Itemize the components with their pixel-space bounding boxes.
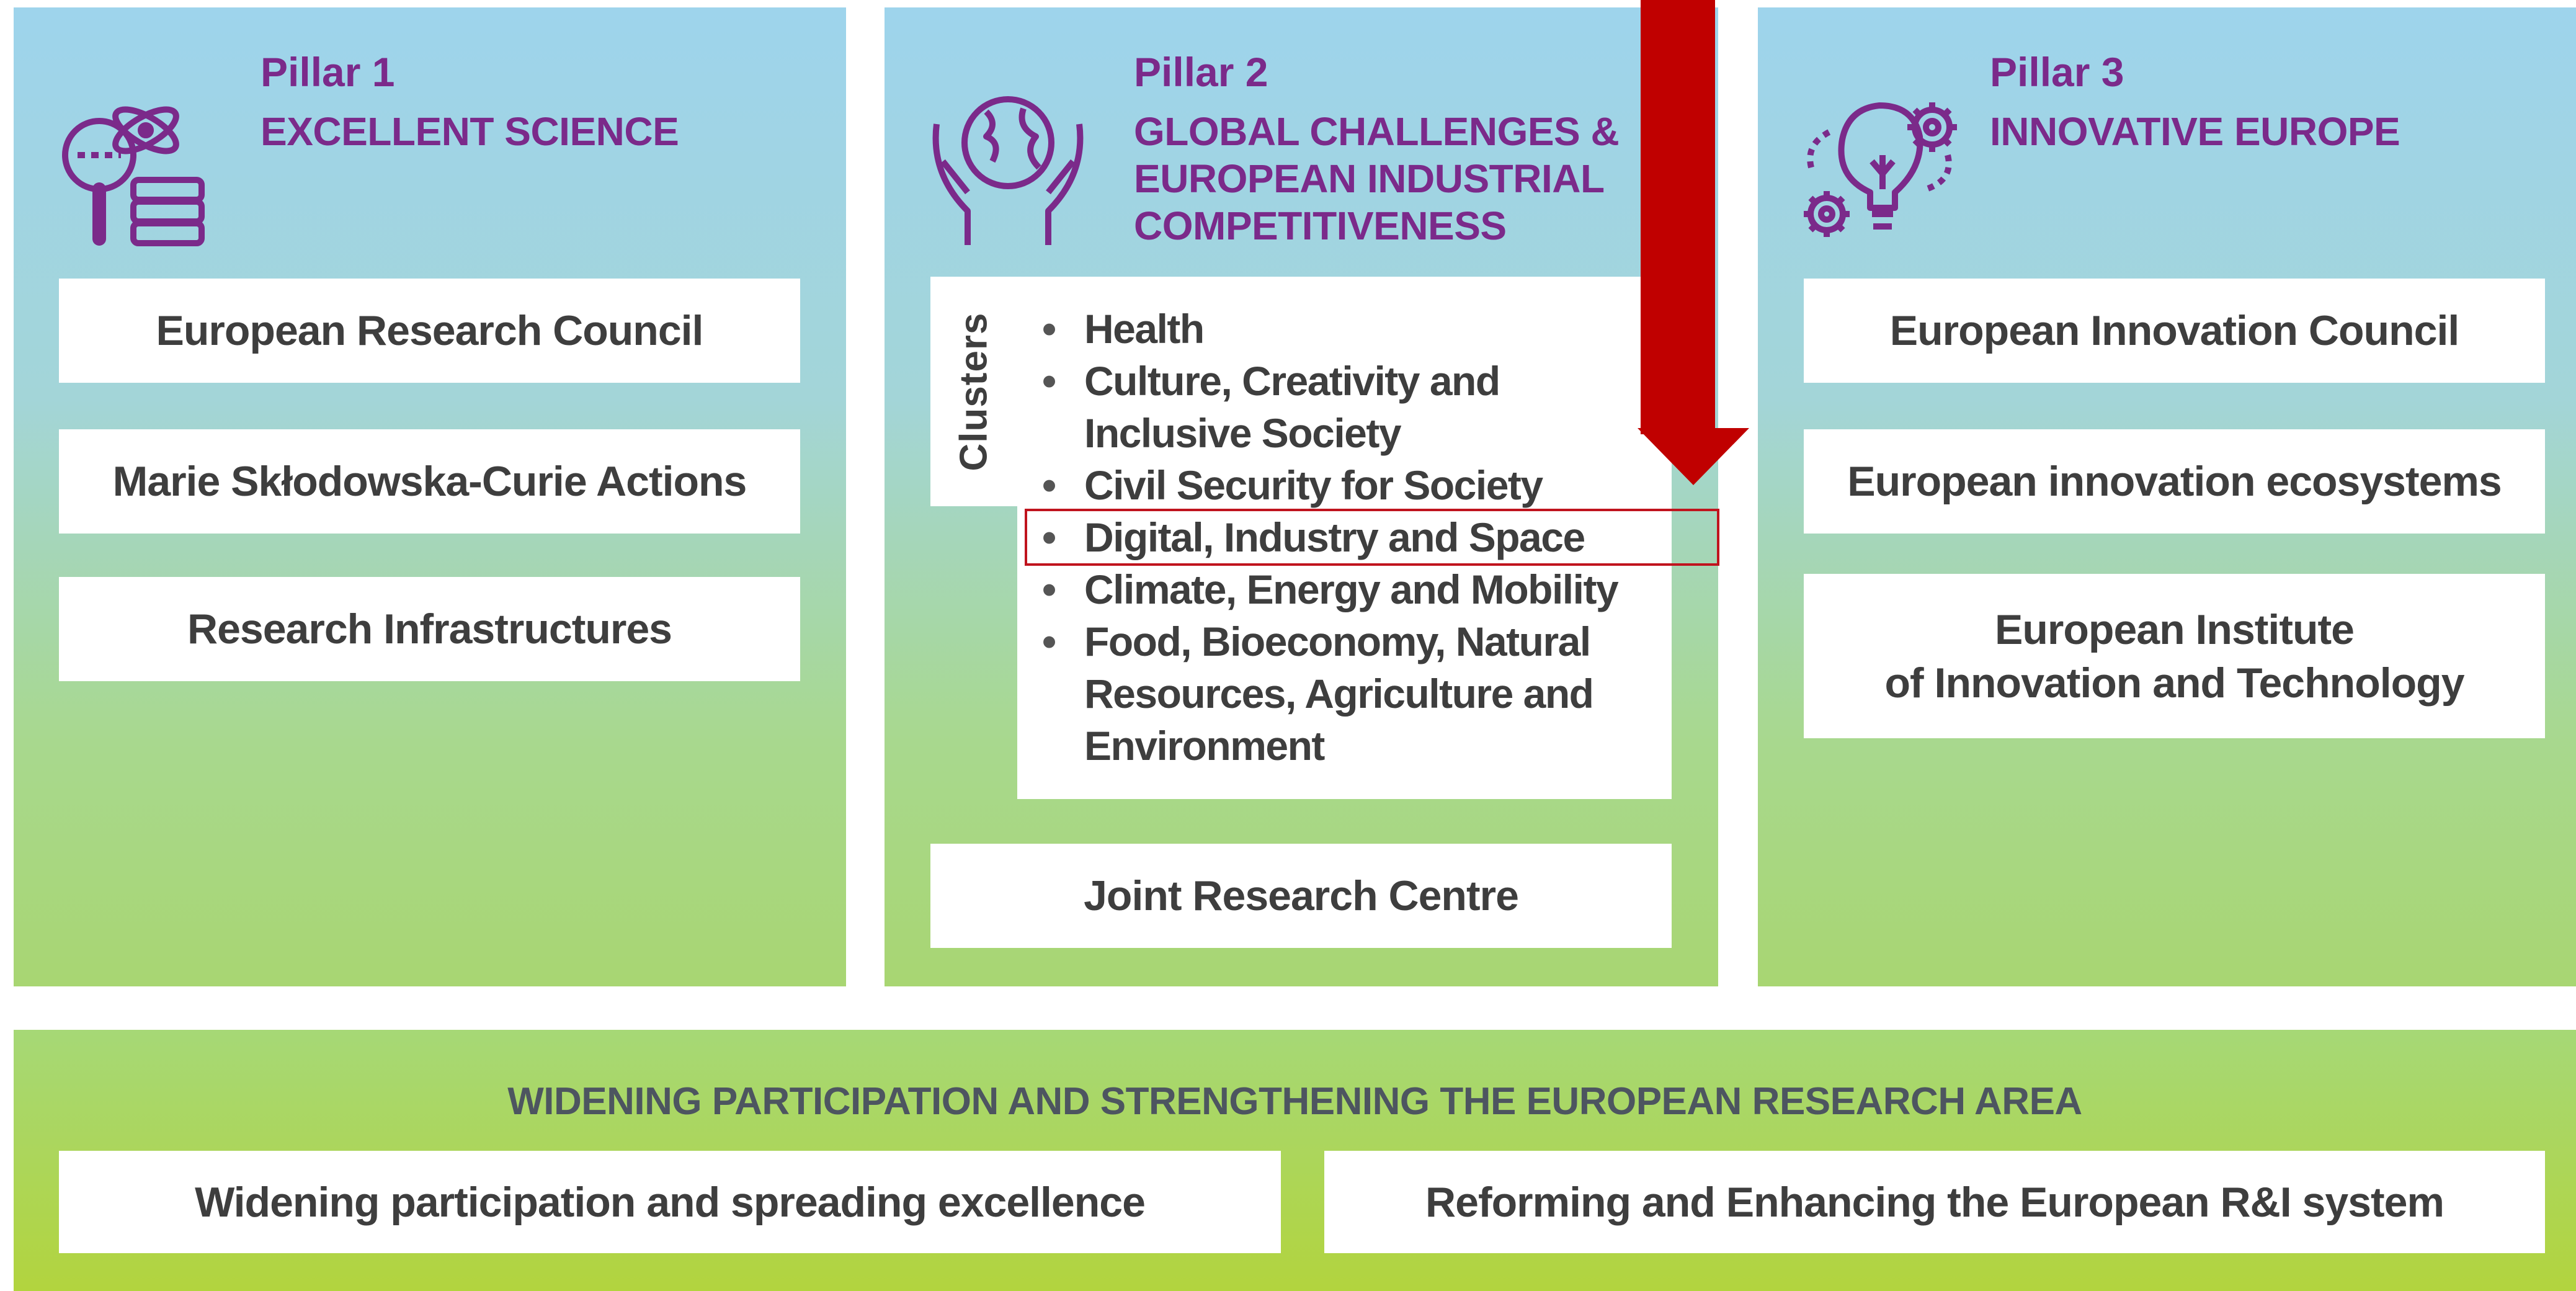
pillar-1-number: Pillar 1 — [261, 49, 395, 95]
cluster-item: Culture, Creativity and Inclusive Societ… — [1042, 355, 1580, 459]
widening-item: Widening participation and spreading exc… — [59, 1151, 1281, 1253]
clusters-tab — [930, 277, 1017, 506]
widening-item: Reforming and Enhancing the European R&I… — [1324, 1151, 2545, 1253]
highlight-box — [1025, 509, 1719, 566]
lightbulb-gears-icon — [1804, 102, 1957, 237]
red-arrow-head-icon — [1638, 428, 1749, 485]
widening-title: WIDENING PARTICIPATION AND STRENGTHENING… — [507, 1080, 2082, 1123]
pillar-1-item: European Research Council — [59, 279, 800, 383]
pillar-1-item: Research Infrastructures — [59, 577, 800, 681]
red-arrow-shaft — [1641, 0, 1715, 434]
pillar-3-item: European Innovation Council — [1804, 279, 2545, 383]
globe-hands-icon — [932, 96, 1084, 245]
pillar-2-title-line: EUROPEAN INDUSTRIAL — [1134, 156, 1605, 201]
cluster-item: Food, Bioeconomy, Natural Resources, Agr… — [1042, 615, 1642, 772]
pillar-2-item: Joint Research Centre — [930, 844, 1672, 948]
pillar-2-number: Pillar 2 — [1134, 49, 1268, 95]
pillar-1-item: Marie Skłodowska-Curie Actions — [59, 429, 800, 534]
cluster-item-highlighted: Digital, Industry and Space — [1042, 511, 1692, 563]
pillar-2-title-line: COMPETITIVENESS — [1134, 203, 1507, 248]
pillar-3-item-multiline: European Institute of Innovation and Tec… — [1804, 574, 2545, 738]
pillar-3-number: Pillar 3 — [1990, 49, 2124, 95]
clusters-label-text: Clusters — [952, 311, 996, 471]
pillar-3-item-line: European Institute — [1995, 605, 2355, 653]
pillar-3-title: INNOVATIVE EUROPE — [1990, 109, 2400, 154]
pillar-2-title-line: GLOBAL CHALLENGES & — [1134, 109, 1620, 154]
pillar-3-item: European innovation ecosystems — [1804, 429, 2545, 534]
clusters-label: Clusters — [930, 277, 1017, 506]
cluster-item: Civil Security for Society — [1042, 459, 1692, 511]
clusters-list: Health Culture, Creativity and Inclusive… — [1042, 303, 1736, 772]
pillar-1-title: EXCELLENT SCIENCE — [261, 109, 679, 154]
cluster-item: Climate, Energy and Mobility — [1042, 563, 1736, 615]
science-icon — [62, 106, 205, 246]
cluster-item: Health — [1042, 303, 1692, 355]
pillar-3-item-line: of Innovation and Technology — [1884, 659, 2464, 707]
